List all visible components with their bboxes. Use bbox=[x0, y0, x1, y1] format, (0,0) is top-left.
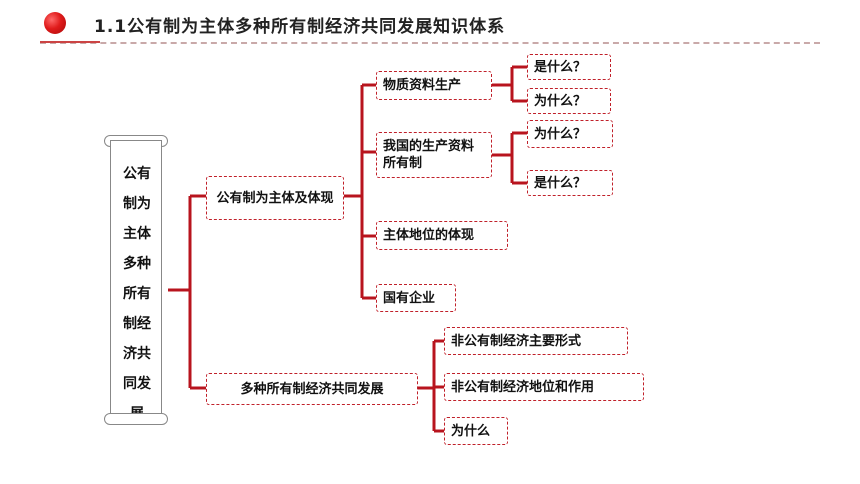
node-nonpublic-form: 非公有制经济主要形式 bbox=[444, 327, 628, 355]
header-divider bbox=[40, 42, 820, 44]
header-divider-accent bbox=[40, 41, 100, 43]
page-title: 1.1公有制为主体多种所有制经济共同发展知识体系 bbox=[94, 17, 506, 37]
header-bullet-icon bbox=[44, 12, 66, 34]
node-label: 主体地位的体现 bbox=[383, 228, 475, 243]
scroll-bottom-roll bbox=[104, 413, 168, 425]
node-what-1: 是什么？ bbox=[527, 54, 611, 80]
node-label: 物质资料生产 bbox=[383, 78, 462, 93]
node-label: 非公有制经济地位和作用 bbox=[451, 379, 595, 395]
node-nonpublic-role: 非公有制经济地位和作用 bbox=[444, 373, 644, 401]
node-material-production: 物质资料生产 bbox=[376, 71, 492, 100]
root-node: 公有制为主体多种所有制经济共同发展 bbox=[110, 140, 162, 422]
node-label: 非公有制经济主要形式 bbox=[451, 333, 582, 349]
node-label: 我国的生产资料所有制 bbox=[383, 139, 475, 171]
node-state-owned-enterprise: 国有企业 bbox=[376, 284, 456, 312]
root-label: 公有制为主体多种所有制经济共同发展 bbox=[123, 166, 151, 422]
node-label: 为什么？ bbox=[534, 126, 587, 142]
node-why-2: 为什么？ bbox=[527, 120, 613, 148]
branch-label: 公有制为主体及体现 bbox=[216, 190, 334, 206]
branch-label: 多种所有制经济共同发展 bbox=[240, 381, 384, 397]
branch-public-ownership: 公有制为主体及体现 bbox=[206, 176, 344, 220]
node-label: 为什么？ bbox=[534, 93, 587, 109]
node-ownership-system: 我国的生产资料所有制 bbox=[376, 132, 492, 178]
node-why-1: 为什么？ bbox=[527, 88, 611, 114]
node-label: 是什么？ bbox=[534, 175, 587, 191]
node-dominant-position: 主体地位的体现 bbox=[376, 221, 508, 250]
node-label: 是什么？ bbox=[534, 59, 587, 75]
node-label: 国有企业 bbox=[383, 290, 436, 306]
branch-common-development: 多种所有制经济共同发展 bbox=[206, 373, 418, 405]
node-what-2: 是什么？ bbox=[527, 170, 613, 196]
node-why: 为什么 bbox=[444, 417, 508, 445]
node-label: 为什么 bbox=[451, 423, 491, 439]
